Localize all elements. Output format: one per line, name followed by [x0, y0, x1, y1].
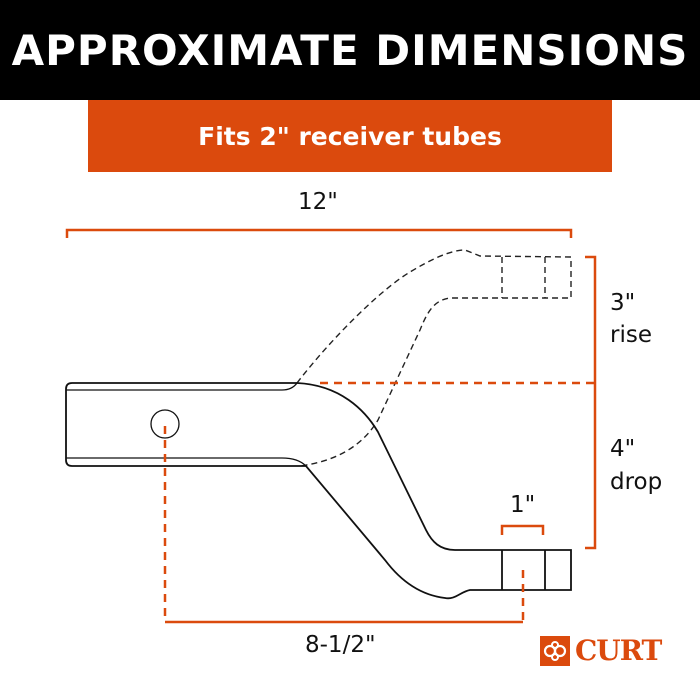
- pin-hole: [150, 409, 180, 439]
- rise-label: rise: [610, 322, 652, 348]
- hole-size-label: 1": [510, 492, 536, 518]
- length-label: 12": [298, 189, 338, 215]
- hole-size-bracket: [500, 524, 545, 535]
- page-title: APPROXIMATE DIMENSIONS: [0, 0, 700, 100]
- length-bracket: [65, 228, 573, 238]
- ball-mount-outline: [65, 382, 572, 600]
- receiver-banner: Fits 2" receiver tubes: [88, 100, 612, 172]
- hole-offset-label: 8-1/2": [305, 632, 376, 658]
- curt-logo: CURT: [540, 634, 662, 667]
- rise-position-outline: [296, 249, 572, 467]
- curt-logo-text: CURT: [575, 634, 662, 667]
- drop-value: 4": [610, 436, 636, 462]
- dimension-lines: [65, 228, 597, 624]
- rise-drop-bracket: [585, 255, 597, 550]
- rise-value: 3": [610, 290, 636, 316]
- curt-logo-icon: [540, 635, 570, 666]
- drop-label: drop: [610, 469, 663, 495]
